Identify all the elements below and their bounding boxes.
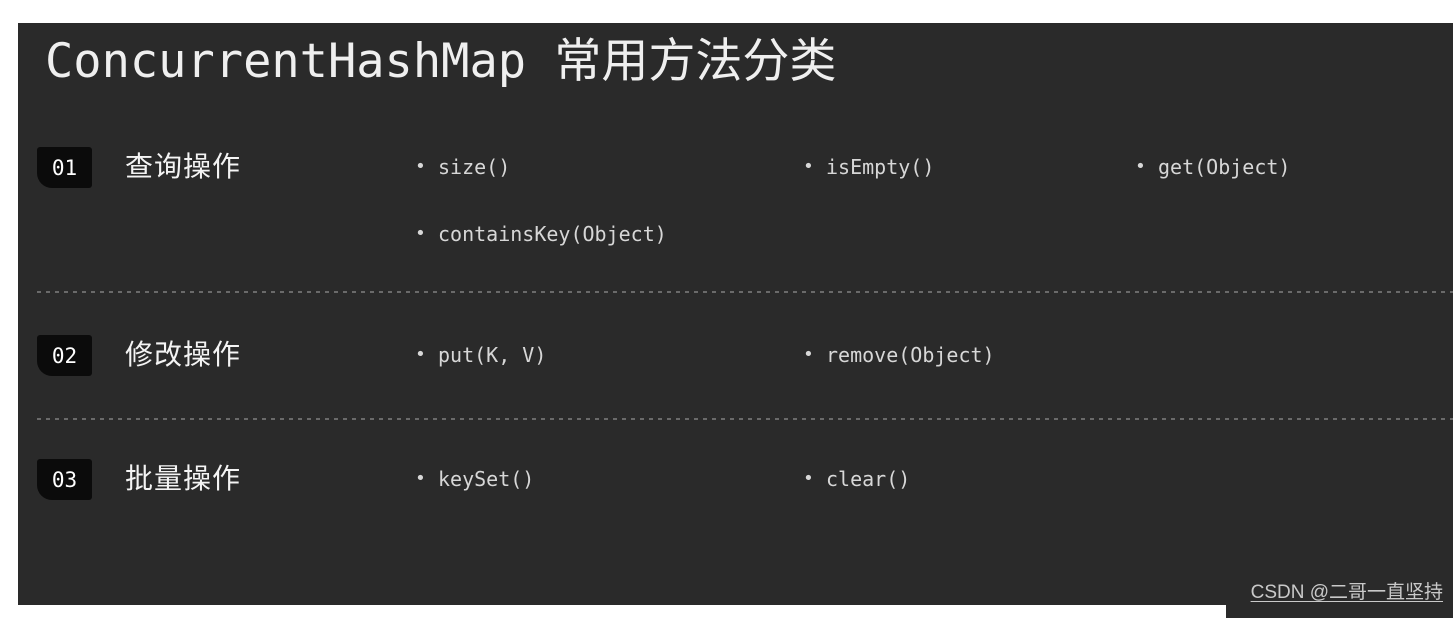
row-number-badge: 03 — [37, 459, 92, 501]
dashed-divider — [37, 418, 1453, 421]
category-row-modify: 02 修改操作 • put(K, V) • remove(Object) — [18, 334, 1453, 377]
method-name: clear() — [826, 467, 911, 492]
bullet-icon: • — [803, 344, 814, 366]
method-name: containsKey(Object) — [438, 222, 667, 247]
bullet-icon: • — [415, 468, 426, 490]
bullet-icon: • — [415, 344, 426, 366]
watermark-background: CSDN @二哥一直坚持 — [1226, 580, 1453, 618]
method-item: • put(K, V) — [415, 334, 803, 376]
row-number-badge: 01 — [37, 147, 92, 189]
method-name: size() — [438, 155, 511, 180]
method-name: keySet() — [438, 467, 535, 492]
category-label: 查询操作 — [125, 151, 242, 183]
method-name: remove(Object) — [826, 343, 995, 368]
category-label: 修改操作 — [125, 339, 242, 371]
dashed-divider — [37, 291, 1453, 294]
bullet-icon: • — [415, 156, 426, 178]
method-item: • get(Object) — [1135, 146, 1453, 188]
method-name: isEmpty() — [826, 155, 935, 180]
slide-title: ConcurrentHashMap 常用方法分类 — [45, 34, 837, 89]
method-item: • remove(Object) — [803, 334, 1135, 376]
method-item: • keySet() — [415, 458, 803, 500]
method-list: • keySet() • clear() — [415, 458, 1453, 500]
method-name: get(Object) — [1158, 155, 1291, 180]
category-row-query: 01 查询操作 • size() • isEmpty() • get(Objec… — [18, 146, 1453, 255]
slide-panel: ConcurrentHashMap 常用方法分类 01 查询操作 • size(… — [18, 23, 1453, 605]
row-number-badge: 02 — [37, 335, 92, 377]
method-name: put(K, V) — [438, 343, 547, 368]
category-row-bulk: 03 批量操作 • keySet() • clear() — [18, 458, 1453, 501]
method-item: • size() — [415, 146, 803, 188]
category-label: 批量操作 — [125, 463, 242, 495]
bullet-icon: • — [1135, 156, 1146, 178]
method-item: • isEmpty() — [803, 146, 1135, 188]
method-list: • size() • isEmpty() • get(Object) • con… — [415, 146, 1453, 255]
bullet-icon: • — [803, 156, 814, 178]
bullet-icon: • — [803, 468, 814, 490]
method-item: • clear() — [803, 458, 1135, 500]
bullet-icon: • — [415, 223, 426, 245]
method-item: • containsKey(Object) — [415, 213, 803, 255]
watermark: CSDN @二哥一直坚持 — [1250, 582, 1443, 603]
method-list: • put(K, V) • remove(Object) — [415, 334, 1453, 376]
